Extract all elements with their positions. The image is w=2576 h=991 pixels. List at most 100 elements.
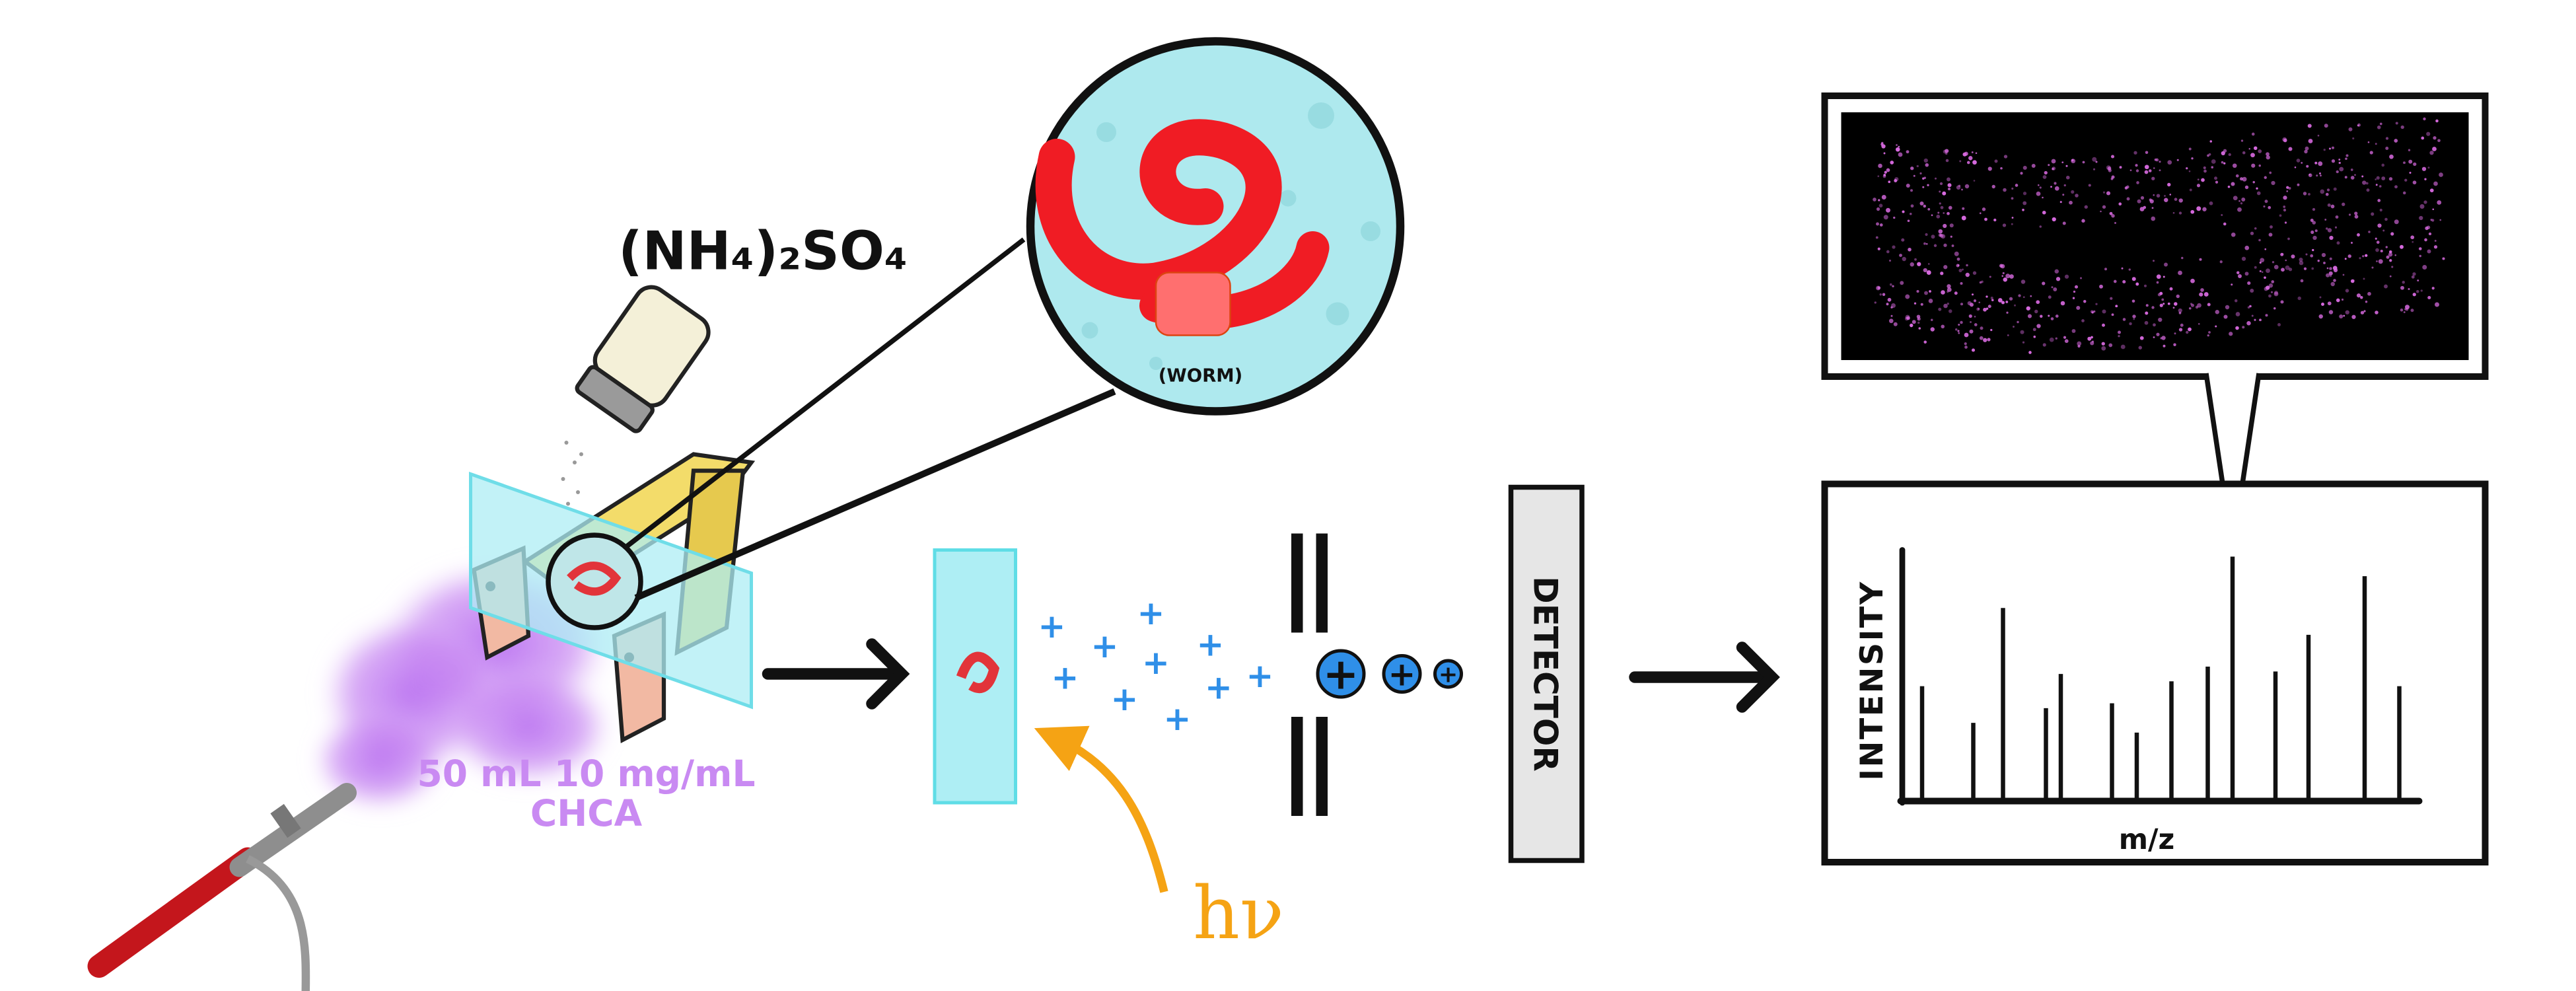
ion-image-pixel bbox=[2240, 177, 2243, 181]
ion-image-pixel bbox=[1943, 223, 1947, 229]
ion-image-pixel bbox=[2256, 191, 2261, 196]
ion-image-pixel bbox=[2388, 177, 2393, 181]
ion-image-pixel bbox=[1884, 170, 1887, 174]
ion-image-pixel bbox=[2376, 240, 2380, 244]
ion-image-pixel bbox=[2143, 205, 2147, 209]
ion-image-pixel bbox=[1896, 144, 1898, 146]
ion-image-pixel bbox=[2254, 318, 2256, 321]
ion-image-pixel bbox=[1972, 160, 1977, 165]
ion-image-pixel bbox=[1973, 180, 1976, 182]
ion-image-pixel bbox=[2124, 186, 2128, 190]
ion-image-pixel bbox=[2059, 201, 2062, 203]
ion-image-pixel bbox=[1940, 234, 1942, 236]
ion-image-pixel bbox=[2318, 161, 2323, 166]
ion-image-pixel bbox=[1945, 159, 1949, 163]
ion-image-pixel bbox=[2345, 154, 2349, 157]
ion-image-pixel bbox=[1987, 338, 1991, 342]
ion-image-pixel bbox=[2305, 146, 2309, 151]
ion-image-pixel bbox=[2062, 194, 2065, 196]
ion-image-pixel bbox=[2200, 288, 2204, 292]
ion-image-pixel bbox=[2320, 174, 2322, 177]
ion-image-pixel bbox=[2342, 274, 2345, 276]
ion-image-pixel bbox=[2433, 181, 2438, 186]
ion-image-pixel bbox=[2310, 230, 2314, 235]
ion-image-pixel bbox=[2178, 198, 2183, 203]
ion-image-pixel bbox=[2286, 190, 2289, 192]
ion-image-pixel bbox=[2014, 304, 2016, 307]
ion-image-pixel bbox=[2312, 221, 2316, 225]
ion-image-pixel bbox=[2268, 205, 2272, 209]
ion-image-pixel bbox=[2404, 308, 2407, 311]
ion-image-pixel bbox=[2034, 309, 2038, 314]
ion-image-pixel bbox=[1883, 215, 1888, 220]
ion-image-pixel bbox=[2040, 314, 2043, 318]
ion-image-pixel bbox=[2101, 346, 2106, 351]
ion-image-pixel bbox=[2242, 326, 2245, 329]
ion-image-pixel bbox=[2209, 201, 2213, 205]
ion-image-pixel bbox=[1882, 174, 1886, 178]
ion-image-pixel bbox=[2228, 153, 2231, 157]
ion-image-pixel bbox=[2135, 169, 2139, 172]
ion-image-pixel bbox=[2092, 157, 2097, 162]
ion-image-pixel bbox=[2215, 325, 2217, 328]
ion-image-pixel bbox=[2181, 256, 2184, 260]
ion-image-pixel bbox=[2437, 200, 2442, 205]
ion-image-pixel bbox=[2074, 285, 2079, 289]
ion-image-pixel bbox=[2409, 172, 2412, 174]
ion-image-pixel bbox=[1989, 275, 1991, 278]
ion-image-pixel bbox=[2427, 166, 2430, 169]
ion-image-pixel bbox=[2077, 341, 2082, 346]
ion-image-pixel bbox=[1982, 207, 1986, 211]
ion-image-pixel bbox=[1997, 298, 2003, 303]
ion-image-pixel bbox=[2113, 279, 2117, 283]
ion-image-pixel bbox=[2371, 266, 2374, 269]
ion-image-pixel bbox=[2356, 293, 2361, 298]
ion-image-pixel bbox=[2054, 269, 2059, 274]
ion-image-pixel bbox=[2176, 159, 2179, 161]
ion-image-pixel bbox=[2060, 301, 2065, 306]
ion-image-pixel bbox=[1888, 259, 1892, 262]
ion-image-pixel bbox=[2375, 248, 2379, 252]
ion-image-pixel bbox=[2169, 194, 2171, 196]
ion-image-pixel bbox=[2159, 169, 2161, 172]
ion-image-pixel bbox=[2250, 153, 2255, 158]
ion-image-pixel bbox=[2064, 274, 2069, 279]
ion-image-pixel bbox=[2352, 137, 2355, 140]
ion-image-pixel bbox=[2379, 208, 2382, 212]
ion-image-pixel bbox=[2009, 274, 2014, 279]
ion-image-pixel bbox=[2135, 164, 2138, 167]
ion-image-pixel bbox=[1976, 307, 1980, 311]
ion-image-pixel bbox=[1908, 247, 1912, 252]
ion-image-pixel bbox=[2050, 186, 2052, 188]
ion-image-pixel bbox=[1971, 348, 1976, 352]
ion-image-pixel bbox=[2172, 211, 2175, 214]
ion-image-pixel bbox=[2305, 253, 2308, 256]
ion-image-pixel bbox=[2266, 152, 2270, 157]
ion-image-pixel bbox=[1984, 217, 1987, 221]
ion-image-pixel bbox=[2129, 322, 2132, 326]
ion-image-pixel bbox=[2424, 238, 2427, 242]
ion-image-pixel bbox=[2003, 277, 2007, 282]
ion-image-pixel bbox=[2411, 275, 2415, 279]
ion-image-pixel bbox=[2339, 314, 2343, 319]
ion-image-pixel bbox=[2053, 287, 2057, 291]
ion-image-pixel bbox=[1901, 238, 1905, 242]
ion-image-pixel bbox=[2223, 314, 2228, 319]
ion-image-pixel bbox=[2329, 267, 2332, 270]
ion-image-pixel bbox=[2362, 255, 2365, 258]
ion-image-pixel bbox=[1964, 342, 1967, 346]
ion-image-pixel bbox=[2109, 211, 2113, 215]
ion-image-pixel bbox=[2326, 188, 2330, 192]
ion-image-pixel bbox=[1878, 203, 1883, 208]
ion-image-pixel bbox=[2197, 303, 2201, 308]
ion-image-pixel bbox=[2389, 275, 2392, 277]
ion-image-pixel bbox=[2283, 208, 2287, 212]
ion-image-pixel bbox=[2304, 149, 2308, 154]
ion-image-pixel bbox=[2244, 185, 2249, 190]
ion-image-pixel bbox=[1990, 328, 1993, 332]
ion-image-pixel bbox=[2312, 248, 2314, 252]
ion-image-pixel bbox=[2380, 249, 2383, 253]
ion-image-pixel bbox=[1945, 149, 1949, 153]
ion-image-pixel bbox=[2104, 268, 2107, 271]
ion-image-pixel bbox=[2385, 147, 2389, 150]
